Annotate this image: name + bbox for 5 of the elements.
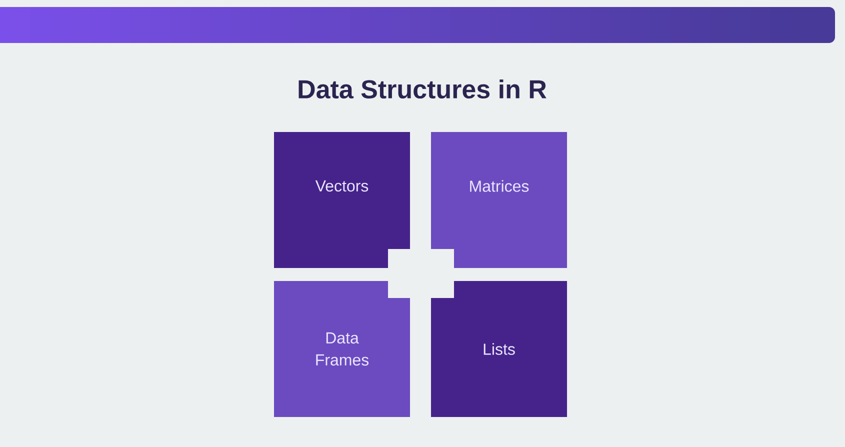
structure-tile: Matrices — [431, 132, 567, 268]
diagram-title: Data Structures in R — [298, 79, 546, 99]
structure-tile: Lists — [431, 281, 567, 417]
structure-tile: Data Frames — [274, 281, 410, 417]
structure-tile: Vectors — [274, 132, 410, 268]
